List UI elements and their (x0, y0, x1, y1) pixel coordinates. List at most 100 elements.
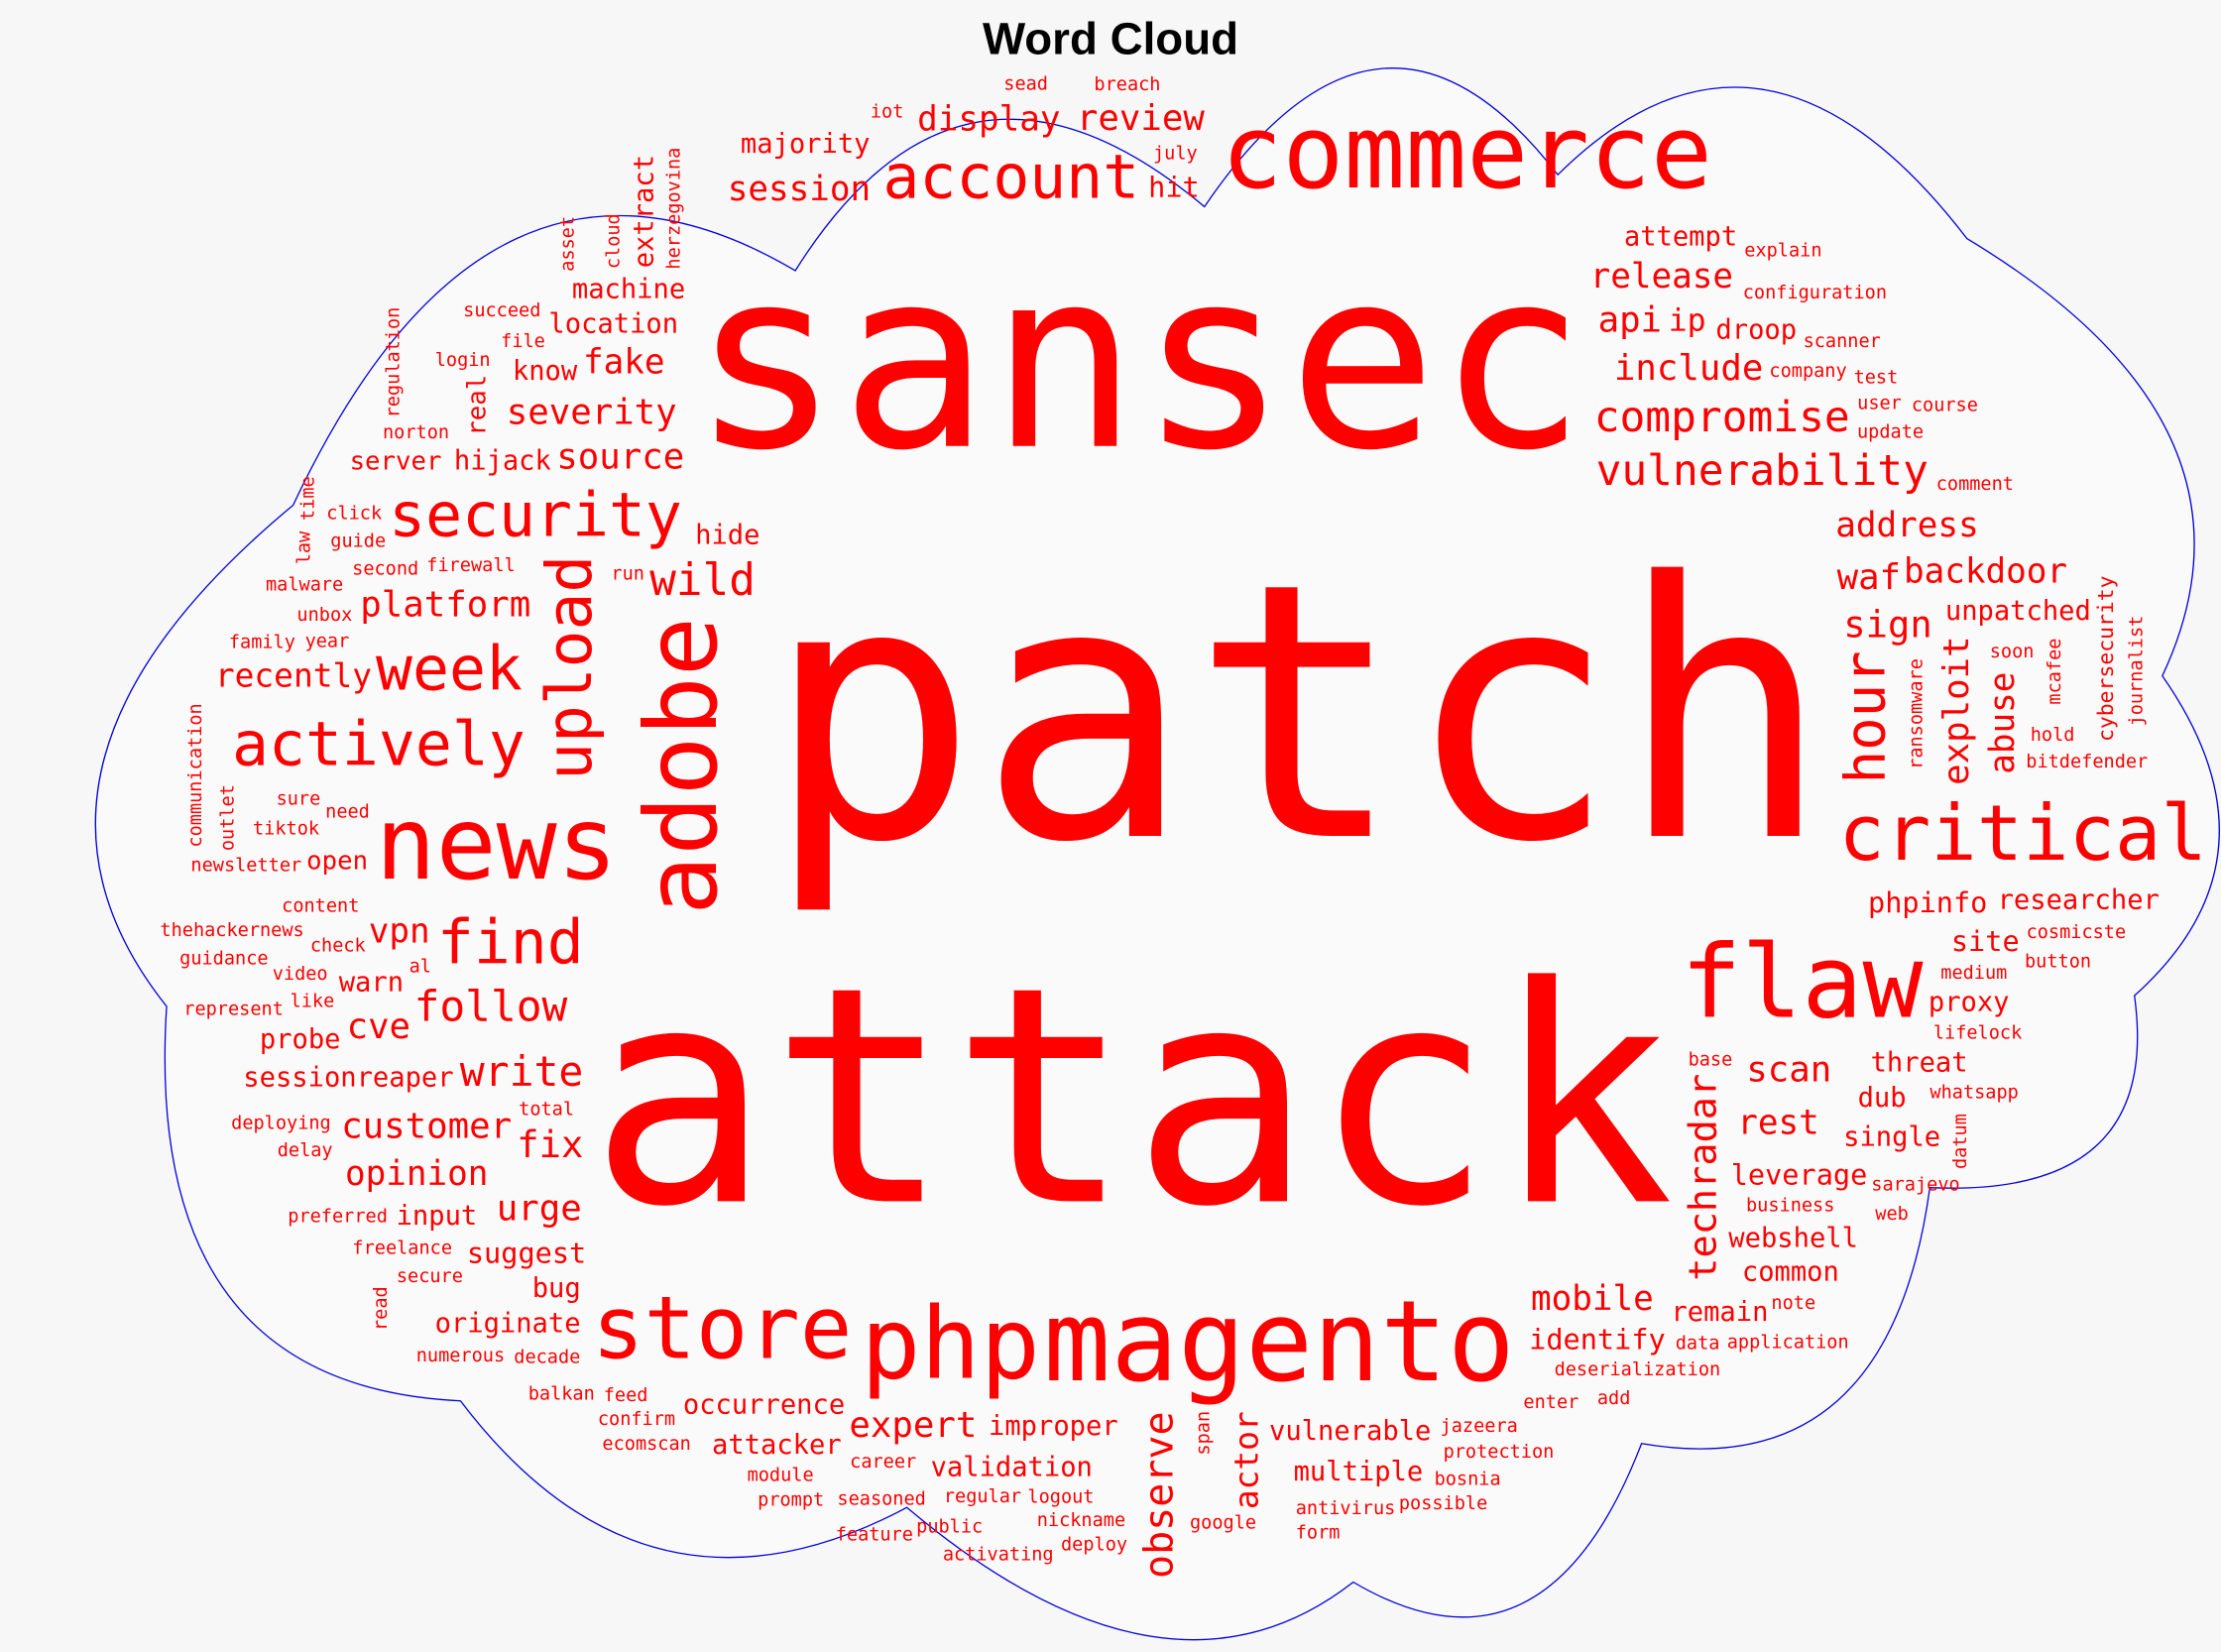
word-numerous: numerous (416, 1346, 505, 1366)
word-thehackernews: thehackernews (160, 920, 303, 941)
word-backdoor: backdoor (1904, 552, 2067, 592)
word-regulation: regulation (384, 307, 405, 418)
word-hit: hit (1148, 170, 1200, 203)
word-compromise: compromise (1594, 393, 1850, 442)
word-deploying: deploying (231, 1114, 331, 1134)
word-soon: soon (1990, 642, 2035, 662)
word-security: security (389, 481, 682, 551)
word-follow: follow (414, 982, 568, 1031)
word-critical: critical (1838, 789, 2206, 879)
word-occurrence: occurrence (683, 1390, 845, 1421)
word-group: patchattacksansecmagentocommercenewsflaw… (160, 73, 2206, 1579)
word-mobile: mobile (1531, 1279, 1654, 1319)
word-sessionreaper: sessionreaper (243, 1062, 453, 1093)
word-session: session (728, 170, 871, 209)
word-php: php (861, 1285, 1040, 1401)
word-application: application (1727, 1332, 1849, 1353)
word-abuse: abuse (1983, 672, 2023, 774)
word-warn: warn (339, 968, 404, 999)
word-bitdefender: bitdefender (2026, 752, 2148, 772)
word-location: location (548, 308, 678, 339)
word-originate: originate (435, 1308, 581, 1339)
word-user: user (1857, 394, 1902, 414)
word-cybersecurity: cybersecurity (2094, 575, 2119, 742)
word-run: run (611, 564, 644, 585)
word-norton: norton (383, 422, 449, 443)
word-family: family (229, 633, 295, 653)
word-remain: remain (1671, 1297, 1768, 1328)
word-opinion: opinion (345, 1154, 488, 1194)
word-law: law (293, 531, 314, 564)
word-feature: feature (836, 1524, 913, 1545)
word-public: public (916, 1516, 983, 1537)
word-course: course (1912, 396, 1978, 416)
word-balkan: balkan (528, 1384, 595, 1405)
word-communication: communication (185, 703, 206, 847)
word-week: week (376, 634, 523, 704)
word-real: real (463, 375, 493, 436)
word-improper: improper (989, 1411, 1118, 1442)
word-api: api (1598, 299, 1663, 340)
word-module: module (748, 1465, 814, 1485)
word-company: company (1769, 361, 1846, 382)
word-source: source (556, 436, 684, 477)
word-scan: scan (1746, 1050, 1831, 1091)
word-total: total (519, 1099, 574, 1120)
word-add: add (1597, 1388, 1631, 1409)
word-al: al (409, 956, 431, 977)
word-web: web (1875, 1204, 1909, 1225)
word-expert: expert (849, 1405, 977, 1446)
word-store: store (592, 1278, 852, 1379)
word-actor: actor (1228, 1411, 1266, 1509)
word-vulnerable: vulnerable (1269, 1416, 1431, 1447)
word-researcher: researcher (1998, 885, 2160, 916)
word-bosnia: bosnia (1435, 1470, 1501, 1490)
word-write: write (460, 1048, 584, 1096)
word-sarajevo: sarajevo (1871, 1175, 1959, 1196)
word-delay: delay (278, 1140, 333, 1161)
word-attack: attack (589, 923, 1674, 1272)
word-guide: guide (330, 531, 386, 552)
word-represent: represent (183, 1000, 284, 1020)
word-patch: patch (764, 508, 1830, 920)
word-recently: recently (215, 657, 372, 695)
word-time: time (297, 476, 318, 521)
word-year: year (305, 631, 350, 651)
word-scanner: scanner (1804, 331, 1881, 352)
word-comment: comment (1936, 474, 2014, 495)
word-explain: explain (1744, 241, 1821, 262)
word-regular: regular (944, 1486, 1021, 1507)
word-fake: fake (583, 343, 665, 383)
word-adobe: adobe (624, 617, 740, 915)
word-dub: dub (1858, 1083, 1907, 1114)
word-techradar: techradar (1681, 1074, 1725, 1281)
word-open: open (306, 847, 368, 877)
word-video: video (273, 964, 328, 985)
word-click: click (326, 503, 382, 524)
word-attempt: attempt (1624, 221, 1737, 252)
word-validation: validation (931, 1452, 1093, 1482)
word-antivirus: antivirus (1296, 1498, 1396, 1519)
word-note: note (1771, 1293, 1815, 1314)
word-newsletter: newsletter (190, 855, 301, 876)
word-span: span (1193, 1411, 1214, 1456)
word-unbox: unbox (296, 605, 352, 626)
word-review: review (1077, 98, 1205, 139)
word-career: career (850, 1452, 916, 1473)
word-sign: sign (1843, 604, 1931, 647)
word-malware: malware (266, 574, 343, 595)
word-need: need (325, 801, 370, 822)
word-proxy: proxy (1929, 988, 2010, 1018)
word-second: second (352, 559, 418, 580)
word-like: like (291, 991, 335, 1011)
word-prompt: prompt (758, 1490, 824, 1511)
word-hour: hour (1834, 650, 1899, 783)
word-journalist: journalist (2127, 616, 2148, 727)
word-button: button (2025, 952, 2091, 973)
word-activating: activating (943, 1544, 1054, 1565)
word-file: file (501, 331, 545, 352)
word-tiktok: tiktok (253, 818, 319, 839)
word-sansec: sansec (691, 216, 1586, 505)
word-ransomware: ransomware (1906, 658, 1927, 769)
word-nickname: nickname (1037, 1510, 1125, 1531)
